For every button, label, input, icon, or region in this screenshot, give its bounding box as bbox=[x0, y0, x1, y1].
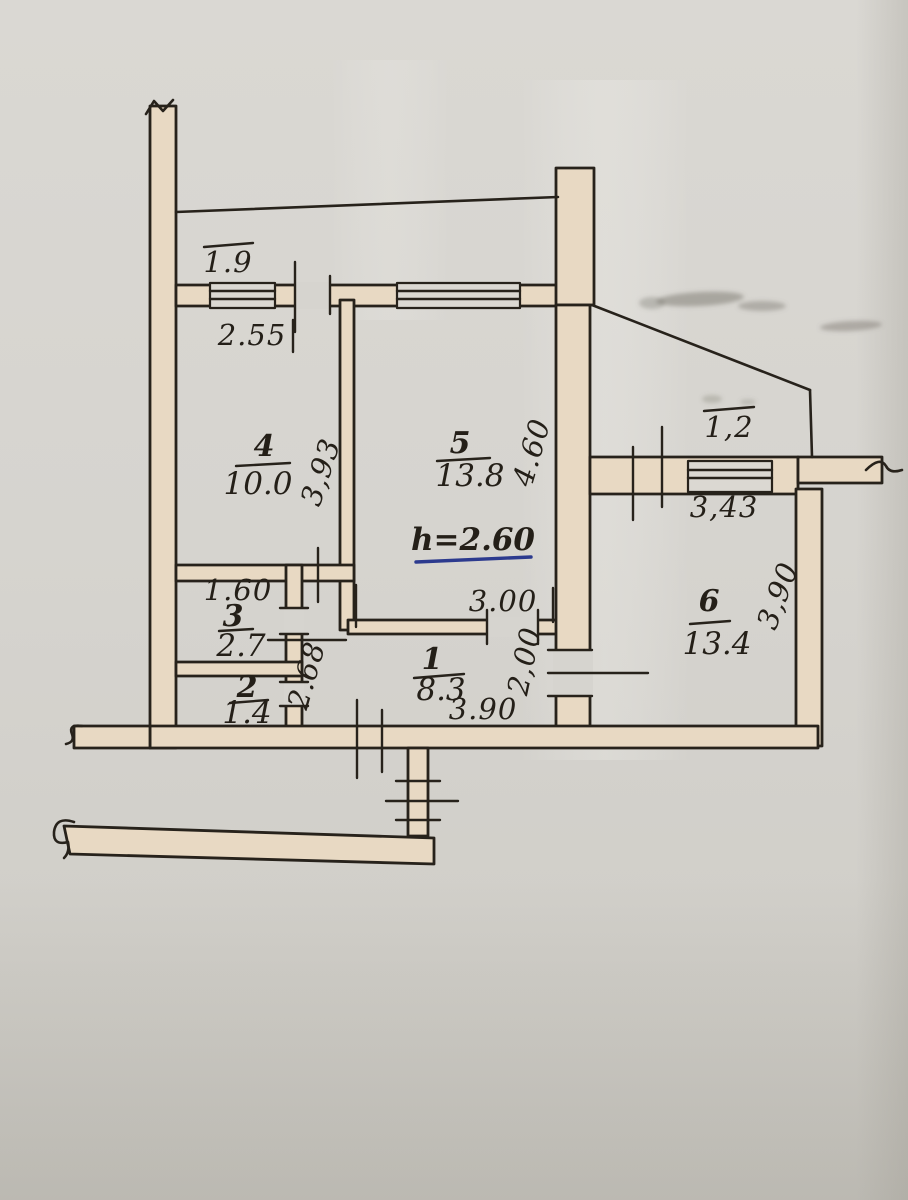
room2-number: 2 bbox=[236, 670, 258, 705]
break-mark-hall-left bbox=[64, 724, 84, 746]
dim-room3-width: 1.60 bbox=[204, 573, 273, 607]
room6-number: 6 bbox=[699, 584, 720, 619]
smudge-marks bbox=[639, 291, 882, 405]
wall-left-outer bbox=[148, 104, 178, 750]
break-mark-corridor-left bbox=[52, 819, 76, 860]
room4-number: 4 bbox=[254, 429, 275, 464]
window-room5 bbox=[395, 281, 522, 310]
ceiling-height-note: h=2.60 bbox=[411, 522, 535, 558]
paper-crease-2 bbox=[330, 60, 450, 320]
door-openings bbox=[278, 260, 650, 708]
dim-room1-width: 3.90 bbox=[449, 692, 518, 726]
wall-right-extension bbox=[796, 455, 884, 485]
balcony-door-opening bbox=[294, 282, 331, 309]
room1-area: 8.3 bbox=[416, 672, 465, 708]
wall-vestibule bbox=[406, 746, 430, 838]
dim-room4-width: 2.55 bbox=[217, 318, 287, 352]
dim-room6-width: 3,43 bbox=[690, 490, 759, 524]
dimension-ticks bbox=[266, 318, 664, 822]
room2-door-opening bbox=[284, 683, 304, 705]
wall-top-right bbox=[554, 166, 596, 307]
balcony-right-edge bbox=[808, 388, 814, 459]
dim-room5-width: 3.00 bbox=[469, 584, 538, 618]
dim-balcony-right: 1,2 bbox=[704, 410, 753, 444]
wall-room4-bottom bbox=[174, 563, 356, 583]
room5-door-opening bbox=[487, 617, 538, 637]
room5-area: 13.8 bbox=[435, 458, 504, 494]
window-room4 bbox=[208, 281, 277, 310]
room2-area: 1.4 bbox=[222, 695, 271, 731]
paper-crease bbox=[520, 80, 690, 760]
wall-hall-bottom-left-ext bbox=[72, 724, 152, 750]
paper-shadow-bottom bbox=[0, 880, 908, 1200]
balcony-outlines bbox=[174, 195, 814, 459]
window-room6 bbox=[686, 459, 774, 494]
room3-door-opening bbox=[284, 609, 304, 633]
balcony-top-edge bbox=[174, 195, 560, 214]
room5-number: 5 bbox=[450, 426, 471, 461]
balcony-right-diagonal bbox=[590, 303, 812, 392]
dim-balcony-top: 1.9 bbox=[203, 245, 252, 279]
break-mark-top-left bbox=[144, 98, 175, 116]
wall-break-marks bbox=[52, 98, 904, 860]
wall-rooms3-2 bbox=[174, 660, 304, 678]
break-mark-right bbox=[864, 460, 904, 473]
paper-shadow-right bbox=[856, 0, 908, 1200]
wall-room6-right bbox=[794, 487, 824, 748]
room4-area: 10.0 bbox=[223, 466, 292, 502]
room3-area: 2.7 bbox=[215, 628, 266, 664]
room3-number: 3 bbox=[223, 599, 244, 634]
windows bbox=[208, 281, 774, 494]
room6-area: 13.4 bbox=[682, 626, 751, 662]
room1-number: 1 bbox=[422, 642, 443, 677]
